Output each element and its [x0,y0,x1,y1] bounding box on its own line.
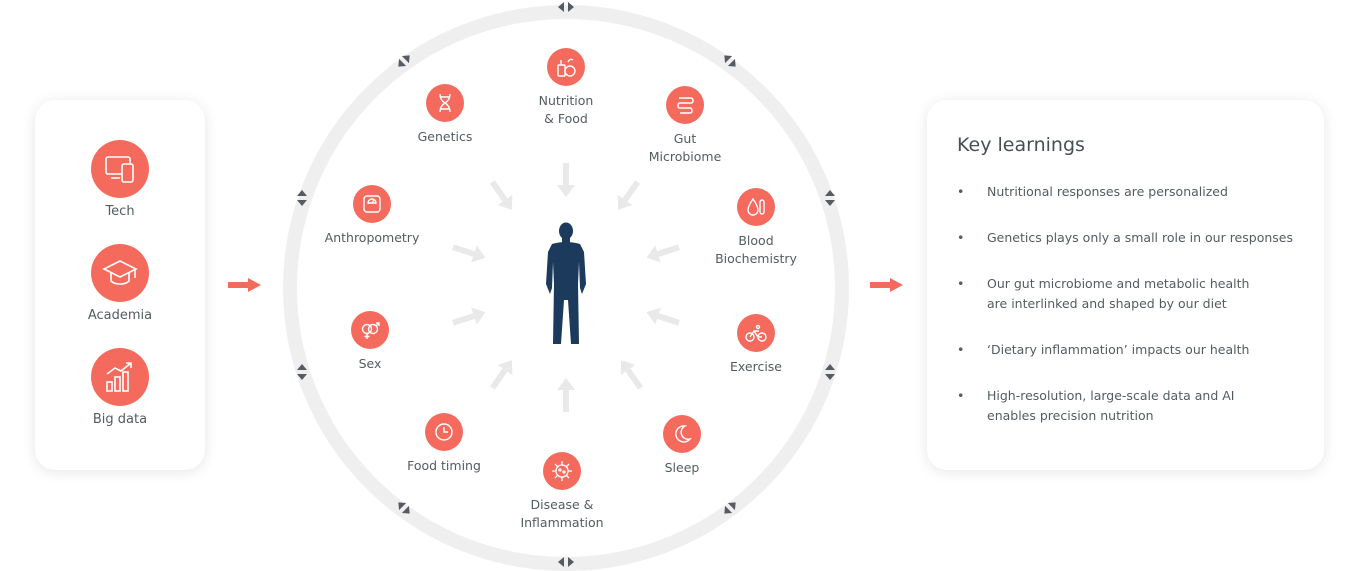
chevron-left-lower [297,364,307,380]
bullet: • [957,388,965,403]
scale-icon [353,185,391,223]
chevron-bottom-left [398,502,410,514]
graduation-cap-icon [91,244,149,302]
bullet: • [957,342,965,357]
factor-sleep: Sleep [612,415,752,477]
key-learning-item: •High-resolution, large-scale data and A… [957,388,1235,423]
key-learnings-card: Key learnings •Nutritional responses are… [927,100,1324,470]
moon-icon [663,415,701,453]
factor-blood-biochemistry: Blood Biochemistry [686,188,826,268]
chevron-right-lower [825,364,835,380]
factor-disease-inflammation: Disease & Inflammation [492,452,632,532]
flow-arrow-out [870,278,904,292]
factor-label: Sleep [664,460,700,475]
source-academia: Academia [35,244,205,323]
chevron-right-upper [825,190,835,206]
factor-label: Gut Microbiome [648,131,722,164]
key-learning-item: •Genetics plays only a small role in our… [957,228,1302,248]
bicycle-icon [737,314,775,352]
growth-chart-icon [91,348,149,406]
chevron-bottom [558,557,574,567]
source-tech: Tech [35,140,205,219]
chevron-left-upper [297,190,307,206]
key-learnings-list: •Nutritional responses are personalized … [957,182,1302,452]
devices-icon [91,140,149,198]
blood-drop-icon [737,188,775,226]
dna-icon [426,84,464,122]
virus-icon [543,452,581,490]
bullet: • [957,276,965,291]
chevron-top-right [724,55,736,67]
clock-icon [425,413,463,451]
chevron-top-left [398,55,410,67]
food-icon [547,48,585,86]
human-figure [538,222,594,346]
key-learning-item: •‘Dietary inflammation’ impacts our heal… [957,340,1302,360]
factor-label: Anthropometry [324,230,420,245]
chevron-top [558,2,574,12]
factor-label: Genetics [417,129,473,144]
factor-label: Sex [358,356,382,371]
sources-card: Tech Academia Big data [35,100,205,470]
factor-label: Food timing [407,458,481,473]
key-learnings-title: Key learnings [957,134,1085,156]
gut-icon [666,86,704,124]
factor-gut-microbiome: Gut Microbiome [615,86,755,166]
factor-nutrition-food: Nutrition & Food [496,48,636,128]
key-learning-item: •Our gut microbiome and metabolic health… [957,276,1250,311]
chevron-bottom-right [724,502,736,514]
factor-anthropometry: Anthropometry [302,185,442,247]
source-label: Tech [105,204,135,219]
bullet: • [957,230,965,245]
source-label: Academia [87,308,153,323]
factor-label: Exercise [729,359,782,374]
bullet: • [957,184,965,199]
gender-icon [351,311,389,349]
flow-arrow-in [228,278,262,292]
source-label: Big data [92,412,148,427]
factor-sex: Sex [300,311,440,373]
factor-genetics: Genetics [375,84,515,146]
factor-label: Nutrition & Food [538,93,594,126]
factor-label: Blood Biochemistry [715,233,797,266]
factor-exercise: Exercise [686,314,826,376]
key-learning-item: •Nutritional responses are personalized [957,182,1302,202]
source-big-data: Big data [35,348,205,427]
factor-label: Disease & Inflammation [520,497,604,530]
factor-food-timing: Food timing [374,413,514,475]
